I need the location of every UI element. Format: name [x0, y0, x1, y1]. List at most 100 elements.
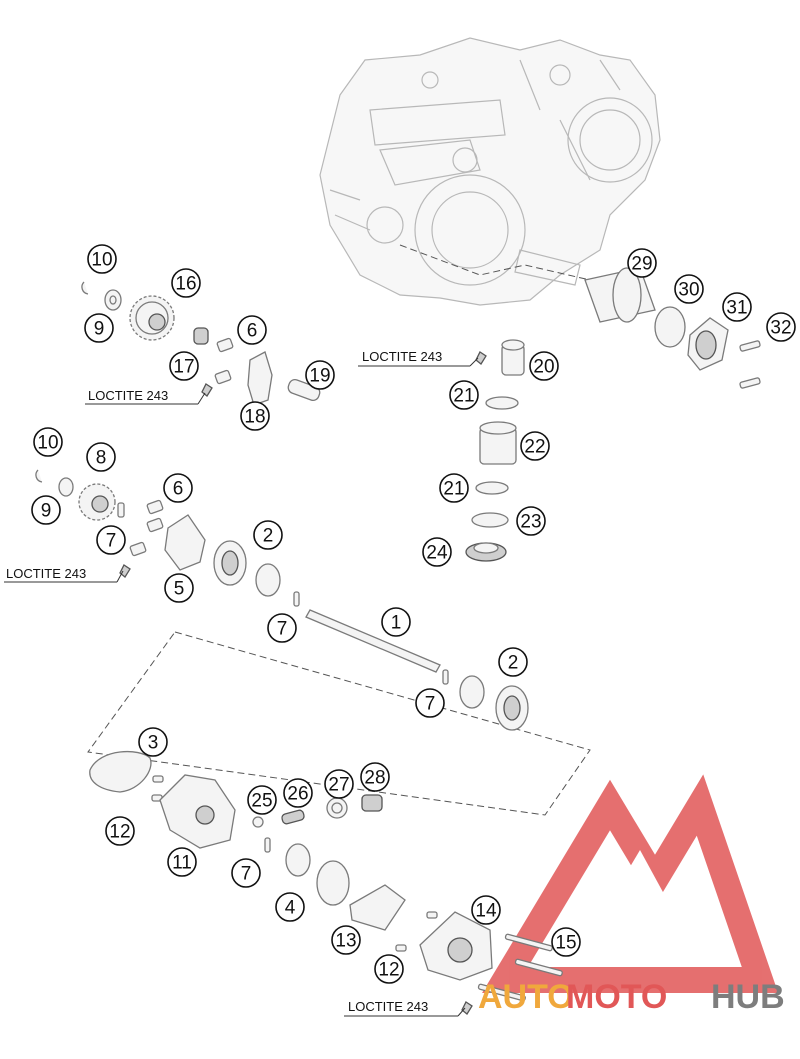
- upper-pump-drive-parts: [81, 281, 321, 406]
- callout-16[interactable]: 16: [171, 268, 201, 298]
- watermark-text: AUTO MOTO HUB: [478, 978, 785, 1016]
- svg-text:2: 2: [263, 526, 274, 547]
- callout-2[interactable]: 2: [253, 520, 283, 550]
- svg-text:26: 26: [287, 784, 308, 805]
- svg-text:22: 22: [524, 437, 545, 458]
- svg-text:21: 21: [453, 386, 474, 407]
- svg-text:11: 11: [172, 853, 192, 874]
- callout-13[interactable]: 13: [331, 925, 361, 955]
- svg-text:25: 25: [251, 791, 272, 812]
- watermark-logo: [482, 774, 779, 993]
- svg-text:6: 6: [173, 479, 184, 500]
- callout-7[interactable]: 7: [267, 613, 297, 643]
- callout-27[interactable]: 27: [324, 769, 354, 799]
- svg-text:23: 23: [520, 512, 541, 533]
- lower-pump-parts: [89, 750, 563, 1015]
- callout-3[interactable]: 3: [138, 727, 168, 757]
- callout-22[interactable]: 22: [520, 431, 550, 461]
- svg-text:7: 7: [425, 694, 436, 715]
- svg-text:32: 32: [770, 318, 791, 339]
- svg-text:7: 7: [241, 864, 252, 885]
- callout-30[interactable]: 30: [674, 274, 704, 304]
- svg-text:17: 17: [173, 357, 194, 378]
- loctite-note-middle-left: LOCTITE 243: [4, 566, 124, 583]
- watermark-hub: HUB: [711, 978, 785, 1016]
- watermark-auto: AUTO: [478, 978, 574, 1016]
- callout-12[interactable]: 12: [374, 954, 404, 984]
- callout-9[interactable]: 9: [84, 313, 114, 343]
- svg-text:28: 28: [364, 768, 385, 789]
- callout-18[interactable]: 18: [240, 401, 270, 431]
- callout-17[interactable]: 17: [169, 351, 199, 381]
- svg-text:21: 21: [443, 479, 464, 500]
- callout-2[interactable]: 2: [498, 647, 528, 677]
- svg-text:2: 2: [508, 653, 519, 674]
- callout-19[interactable]: 19: [305, 360, 335, 390]
- svg-text:14: 14: [475, 901, 497, 922]
- svg-text:19: 19: [309, 366, 330, 387]
- loctite-label: LOCTITE 243: [6, 566, 86, 581]
- callout-26[interactable]: 26: [283, 778, 313, 808]
- callout-10[interactable]: 10: [87, 244, 117, 274]
- svg-text:15: 15: [555, 933, 576, 954]
- loctite-label: LOCTITE 243: [348, 999, 428, 1014]
- svg-text:6: 6: [247, 321, 258, 342]
- callout-24[interactable]: 24: [422, 537, 452, 567]
- svg-text:27: 27: [328, 775, 349, 796]
- svg-text:10: 10: [91, 250, 112, 271]
- svg-text:30: 30: [678, 280, 699, 301]
- callout-1[interactable]: 1: [381, 607, 411, 637]
- svg-text:18: 18: [244, 407, 265, 428]
- callout-14[interactable]: 14: [471, 895, 501, 925]
- watermark-moto: MOTO: [566, 978, 667, 1016]
- callout-5[interactable]: 5: [164, 573, 194, 603]
- svg-text:12: 12: [378, 960, 399, 981]
- svg-text:9: 9: [94, 319, 105, 340]
- callout-8[interactable]: 8: [86, 442, 116, 472]
- svg-text:7: 7: [277, 619, 288, 640]
- callout-32[interactable]: 32: [766, 312, 796, 342]
- middle-pump-parts: [35, 469, 300, 607]
- callout-29[interactable]: 29: [627, 248, 657, 278]
- loctite-note-upper-left: LOCTITE 243: [85, 388, 206, 405]
- callout-6[interactable]: 6: [237, 315, 267, 345]
- callout-15[interactable]: 15: [551, 927, 581, 957]
- svg-text:31: 31: [726, 298, 747, 319]
- svg-text:3: 3: [148, 733, 159, 754]
- callout-7[interactable]: 7: [231, 858, 261, 888]
- engine-crankcase: [319, 37, 661, 306]
- svg-text:10: 10: [37, 433, 58, 454]
- callout-4[interactable]: 4: [275, 892, 305, 922]
- callout-31[interactable]: 31: [722, 292, 752, 322]
- svg-text:9: 9: [41, 501, 52, 522]
- callout-7[interactable]: 7: [415, 688, 445, 718]
- svg-text:5: 5: [174, 579, 185, 600]
- callout-11[interactable]: 11: [167, 847, 197, 877]
- callout-10[interactable]: 10: [33, 427, 63, 457]
- callout-25[interactable]: 25: [247, 785, 277, 815]
- callout-28[interactable]: 28: [360, 762, 390, 792]
- callout-6[interactable]: 6: [163, 473, 193, 503]
- callout-23[interactable]: 23: [516, 506, 546, 536]
- svg-text:7: 7: [106, 531, 117, 552]
- callout-20[interactable]: 20: [529, 351, 559, 381]
- callout-21[interactable]: 21: [449, 380, 479, 410]
- svg-text:1: 1: [391, 613, 402, 634]
- svg-text:4: 4: [285, 898, 296, 919]
- svg-text:8: 8: [96, 448, 107, 469]
- callout-9[interactable]: 9: [31, 495, 61, 525]
- loctite-label: LOCTITE 243: [362, 349, 442, 364]
- svg-text:20: 20: [533, 357, 554, 378]
- oil-filter-parts: [465, 267, 761, 562]
- svg-text:13: 13: [335, 931, 356, 952]
- callout-7[interactable]: 7: [96, 525, 126, 555]
- svg-text:24: 24: [426, 543, 448, 564]
- callout-21[interactable]: 21: [439, 473, 469, 503]
- loctite-note-bottom: LOCTITE 243: [344, 999, 466, 1017]
- svg-text:12: 12: [109, 822, 130, 843]
- pump-shaft-and-rotor: [305, 609, 529, 731]
- callout-12[interactable]: 12: [105, 816, 135, 846]
- loctite-label: LOCTITE 243: [88, 388, 168, 403]
- loctite-note-center: LOCTITE 243: [358, 349, 479, 367]
